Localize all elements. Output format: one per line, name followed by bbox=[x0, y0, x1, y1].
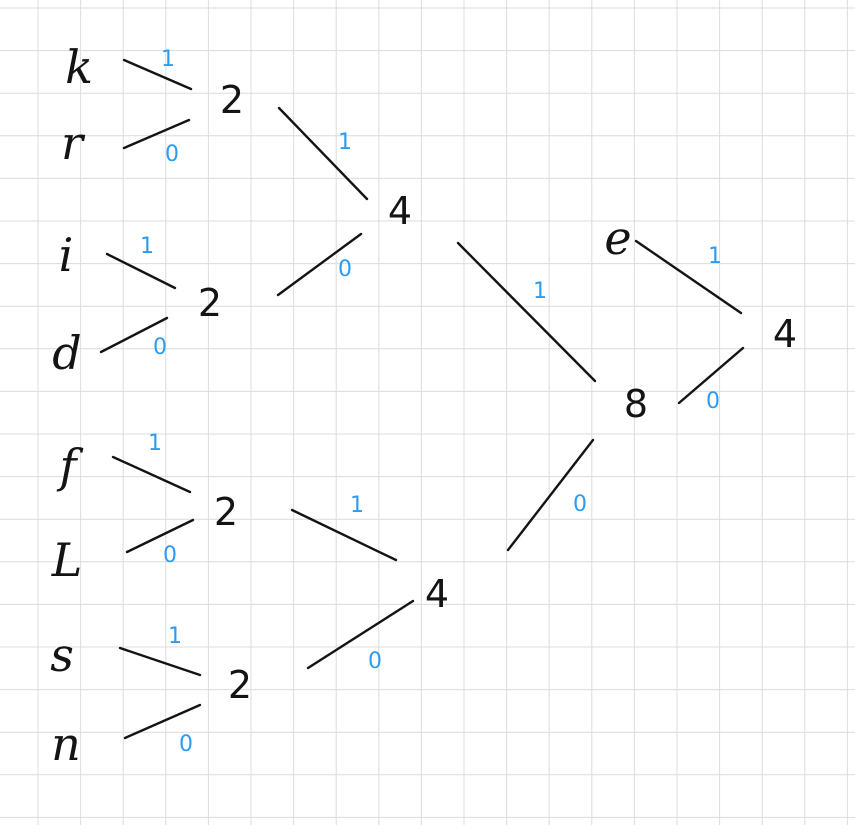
edge-n2c-n4b bbox=[290, 508, 398, 562]
weight-node: 2 bbox=[213, 490, 239, 534]
leaf-node-n: n bbox=[51, 717, 81, 771]
edge-r-n2a bbox=[122, 118, 191, 150]
weight-node: 2 bbox=[227, 663, 253, 707]
leaf-node-f: f bbox=[59, 439, 77, 493]
leaf-node-e: e bbox=[604, 211, 632, 265]
leaf-node-i: i bbox=[58, 228, 74, 282]
edge-bit-label: 1 bbox=[338, 130, 352, 155]
edge-bit-label: 0 bbox=[368, 649, 382, 674]
leaf-node-d: d bbox=[52, 326, 82, 380]
weight-node: 8 bbox=[623, 382, 649, 426]
edge-bit-label: 0 bbox=[165, 142, 179, 167]
edge-bit-label: 1 bbox=[708, 244, 722, 269]
weight-node: 4 bbox=[772, 312, 798, 356]
weight-node: 2 bbox=[219, 78, 245, 122]
edge-bit-label: 1 bbox=[350, 493, 364, 518]
edge-n4b-n8 bbox=[506, 438, 595, 552]
edge-bit-label: 0 bbox=[338, 257, 352, 282]
weight-node: 2 bbox=[197, 281, 223, 325]
edge-bit-label: 1 bbox=[161, 47, 175, 72]
edge-n-n2d bbox=[123, 703, 202, 740]
edge-bit-label: 1 bbox=[140, 234, 154, 259]
edge-bit-label: 0 bbox=[573, 492, 587, 517]
edge-k-n2a bbox=[122, 58, 193, 91]
leaf-node-r: r bbox=[61, 116, 83, 170]
edge-n2b-n4a bbox=[276, 232, 363, 297]
edge-bit-label: 0 bbox=[179, 732, 193, 757]
edge-e-n4c bbox=[634, 239, 743, 315]
edge-bit-label: 0 bbox=[153, 335, 167, 360]
edge-bit-label: 0 bbox=[163, 543, 177, 568]
weight-node: 4 bbox=[387, 189, 413, 233]
edge-bit-label: 1 bbox=[533, 279, 547, 304]
edge-bit-label: 0 bbox=[706, 389, 720, 414]
edge-bit-label: 1 bbox=[168, 624, 182, 649]
edge-n8-n4c bbox=[677, 346, 745, 405]
leaf-node-k: k bbox=[65, 40, 93, 94]
edge-n2d-n4b bbox=[306, 599, 415, 670]
edge-s-n2d bbox=[118, 646, 202, 677]
edge-L-n2c bbox=[125, 518, 195, 554]
leaf-node-L: L bbox=[51, 533, 83, 587]
edge-f-n2c bbox=[111, 455, 192, 494]
edge-d-n2b bbox=[99, 316, 169, 354]
edge-n4a-n8 bbox=[456, 241, 597, 383]
edge-i-n2b bbox=[105, 252, 177, 290]
edge-n2a-n4a bbox=[277, 106, 369, 201]
weight-node: 4 bbox=[424, 572, 450, 616]
edge-bit-label: 1 bbox=[148, 431, 162, 456]
leaf-node-s: s bbox=[50, 628, 74, 682]
